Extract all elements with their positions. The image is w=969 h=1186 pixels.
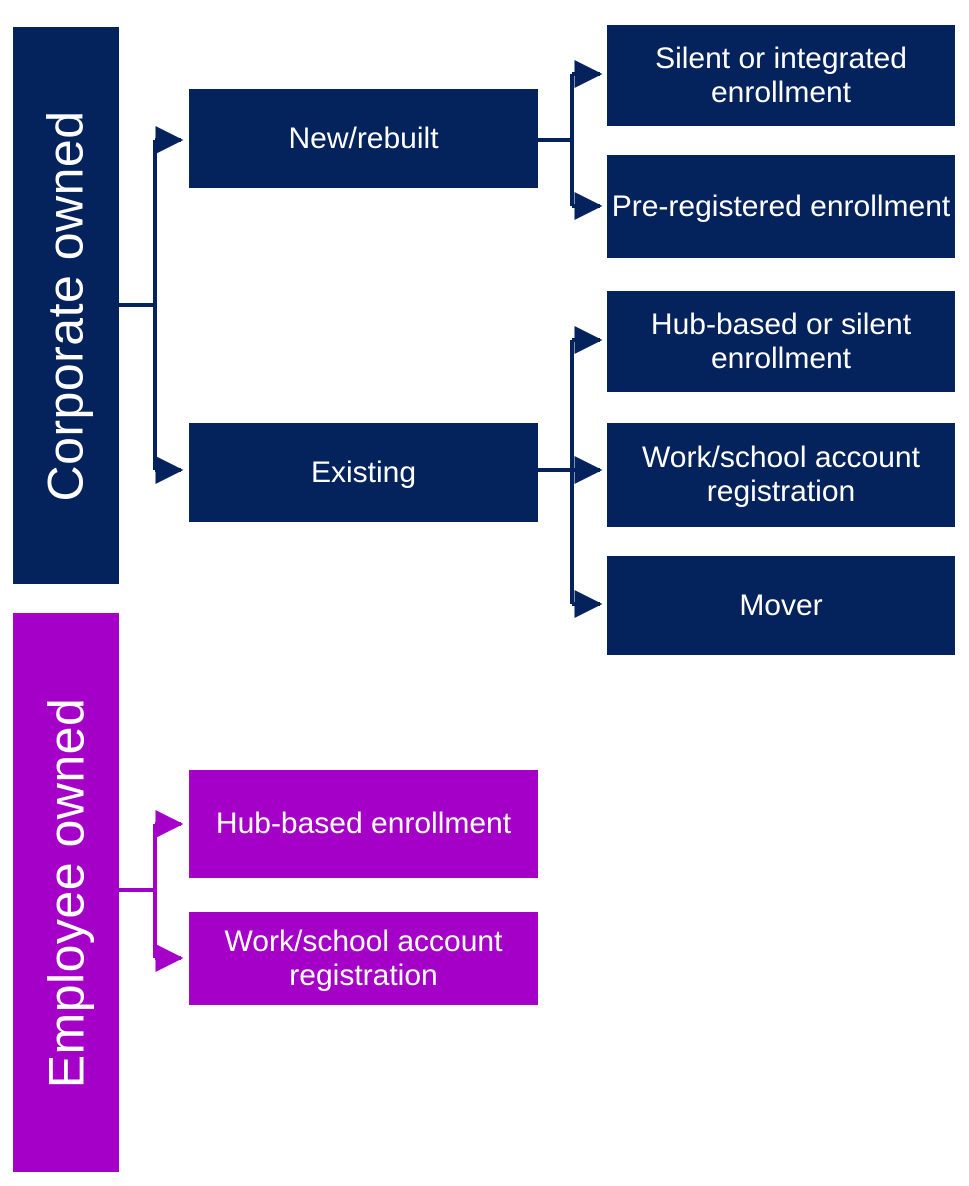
node-work-school-account-registration-corporate-label: Work/school account registration: [642, 441, 920, 508]
connector-existing-split: [538, 326, 603, 618]
node-hub-based-enrollment-label: Hub-based enrollment: [215, 807, 512, 841]
node-hub-based-or-silent-enrollment: Hub-based or silent enrollment: [607, 291, 955, 392]
band-employee-owned: Employee owned: [13, 613, 119, 1172]
node-work-school-account-registration-employee-label: Work/school account registration: [224, 924, 503, 992]
band-corporate-owned-label: Corporate owned: [38, 109, 95, 502]
connector-new-rebuilt-split: [538, 60, 603, 220]
node-mover: Mover: [607, 556, 955, 655]
node-existing: Existing: [189, 423, 538, 522]
node-mover-label: Mover: [739, 588, 823, 622]
node-pre-registered-enrollment: Pre-registered enrollment: [607, 155, 955, 258]
node-hub-based-or-silent-enrollment-label: Hub-based or silent enrollment: [650, 307, 912, 375]
node-work-school-account-registration-employee: Work/school account registration: [189, 912, 538, 1005]
node-silent-or-integrated-enrollment: Silent or integrated enrollment: [607, 25, 955, 126]
node-hub-based-enrollment: Hub-based enrollment: [189, 770, 538, 878]
band-corporate-owned: Corporate owned: [13, 27, 119, 584]
node-work-school-account-registration-corporate: Work/school account registration: [607, 423, 955, 527]
node-new-rebuilt: New/rebuilt: [189, 89, 538, 188]
connector-employee-split: [119, 810, 184, 972]
node-existing-label: Existing: [310, 455, 417, 489]
band-employee-owned-label: Employee owned: [38, 697, 95, 1088]
connector-corporate-split: [119, 126, 184, 484]
node-silent-or-integrated-enrollment-label: Silent or integrated enrollment: [655, 41, 907, 109]
node-pre-registered-enrollment-label: Pre-registered enrollment: [611, 189, 951, 223]
node-new-rebuilt-label: New/rebuilt: [288, 121, 439, 155]
